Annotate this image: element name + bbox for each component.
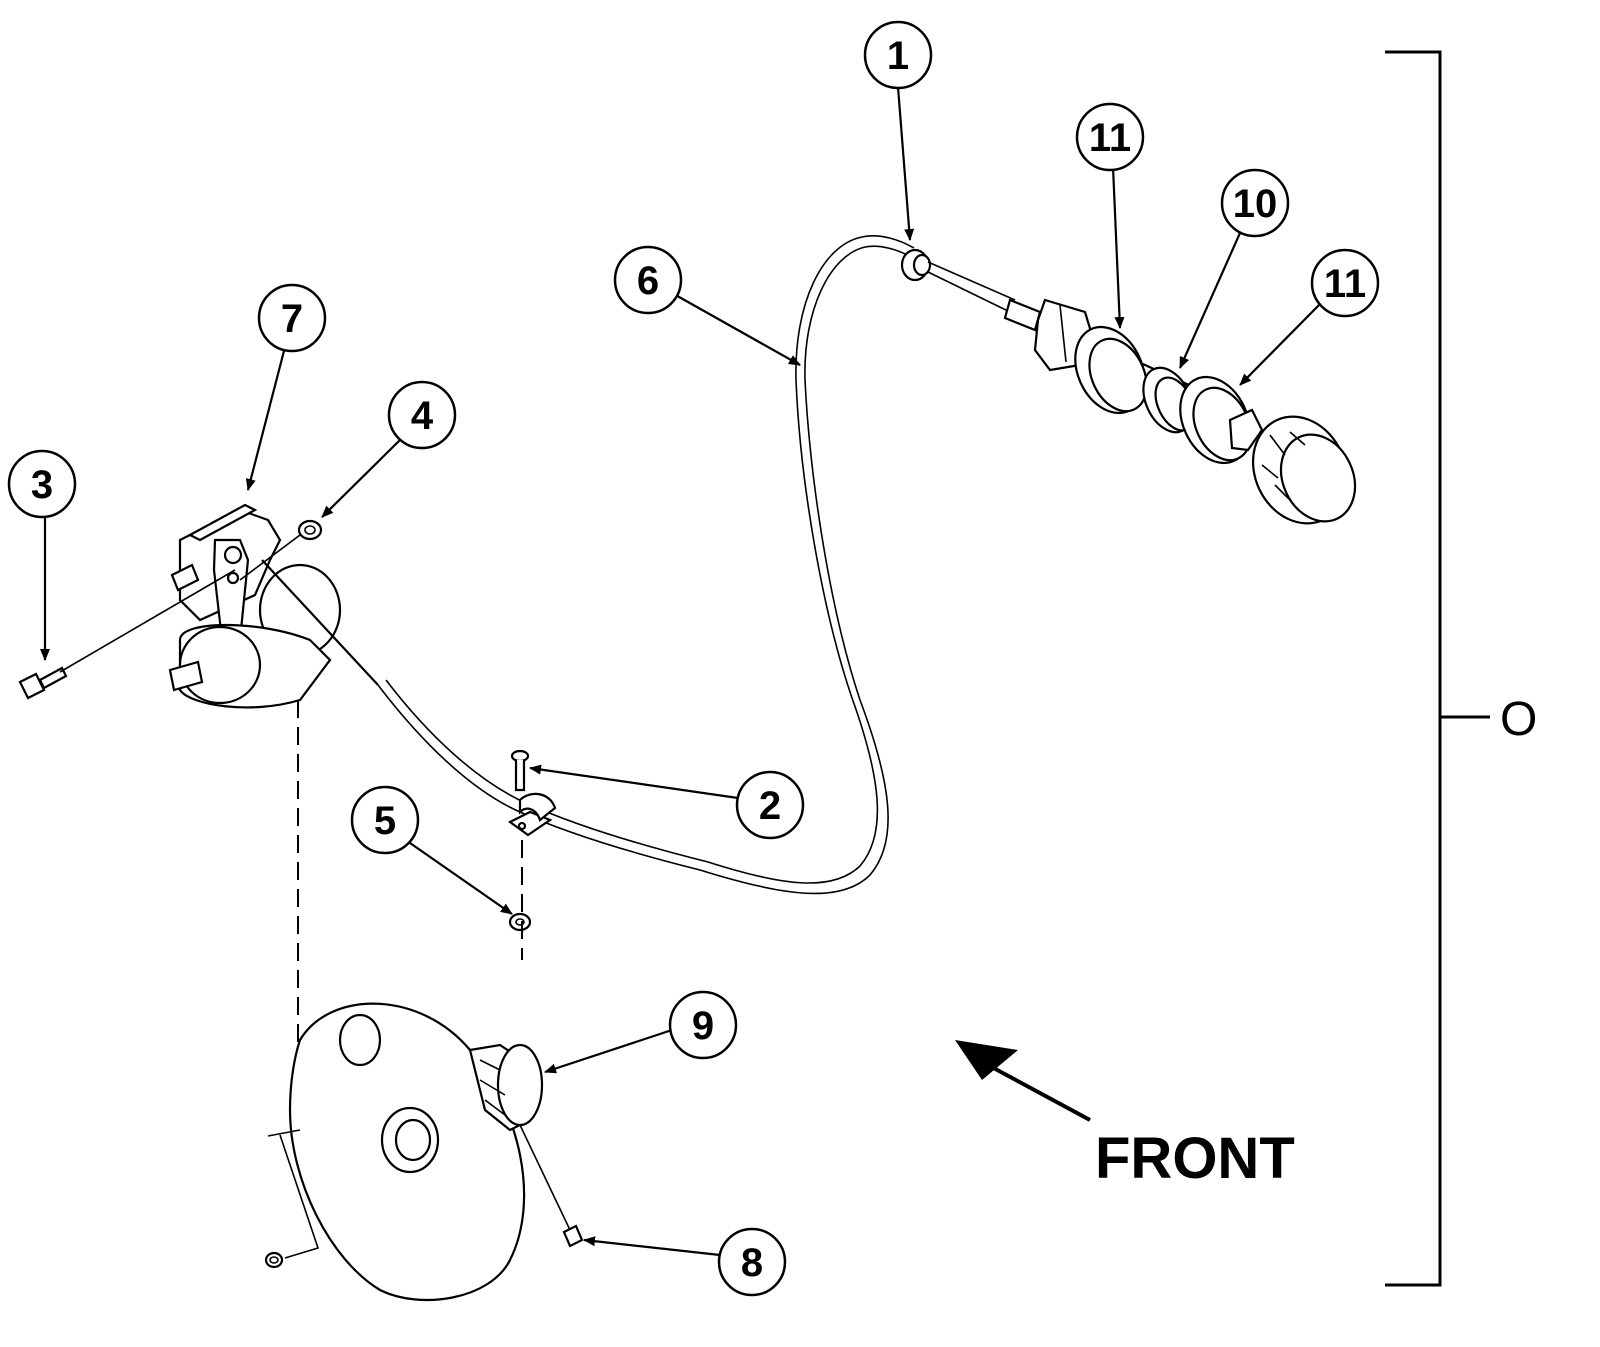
clamp-nut: [508, 912, 532, 932]
callout-1: 1: [863, 20, 933, 90]
front-direction-arrow: FRONT: [955, 1040, 1295, 1191]
plate-set-screw: [519, 1124, 584, 1248]
callout-label-1: 1: [887, 34, 909, 78]
callout-5: 5: [350, 785, 420, 855]
throttle-control-bracket: [168, 503, 379, 709]
mounting-plate: [288, 1002, 526, 1302]
assembly-label: O: [1500, 693, 1537, 746]
callout-8: 8: [717, 1227, 787, 1297]
plate-plug: [264, 1129, 320, 1269]
callout-label-8: 8: [741, 1241, 763, 1285]
callout-label-7: 7: [281, 297, 303, 341]
assembly-guide-lines: [297, 700, 523, 1050]
callout-10: 10: [1220, 168, 1290, 238]
callout-label-10: 10: [1233, 182, 1278, 226]
throttle-knob-assembly: [1003, 298, 1357, 525]
cable-grommet: [900, 248, 1016, 313]
callout-6: 6: [613, 245, 683, 315]
callout-label-9: 9: [692, 1004, 714, 1048]
callout-label-6: 6: [637, 259, 659, 303]
callout-label-11a: 11: [1089, 116, 1131, 160]
callout-label-4: 4: [411, 394, 434, 438]
callout-3: 3: [7, 449, 77, 519]
callout-7: 7: [257, 283, 327, 353]
callout-label-5: 5: [374, 799, 396, 843]
clamp-screw: [510, 749, 530, 792]
cable-clamp: [507, 792, 557, 837]
front-label: FRONT: [1095, 1126, 1295, 1191]
callout-11-upper: 11: [1075, 102, 1145, 172]
callout-label-3: 3: [31, 463, 53, 507]
leader-lines: [40, 86, 1321, 1257]
callout-2: 2: [735, 770, 805, 840]
callout-9: 9: [668, 990, 738, 1060]
assembly-bracket: O: [1385, 50, 1537, 1287]
throttle-cable: [377, 235, 915, 895]
bracket-nut: [239, 519, 323, 581]
callout-label-11b: 11: [1324, 262, 1366, 306]
bracket-screw: [18, 569, 236, 700]
callout-label-2: 2: [759, 784, 781, 828]
callout-4: 4: [387, 380, 457, 450]
plate-knob: [468, 1043, 544, 1132]
callout-11-lower: 11: [1310, 248, 1380, 318]
